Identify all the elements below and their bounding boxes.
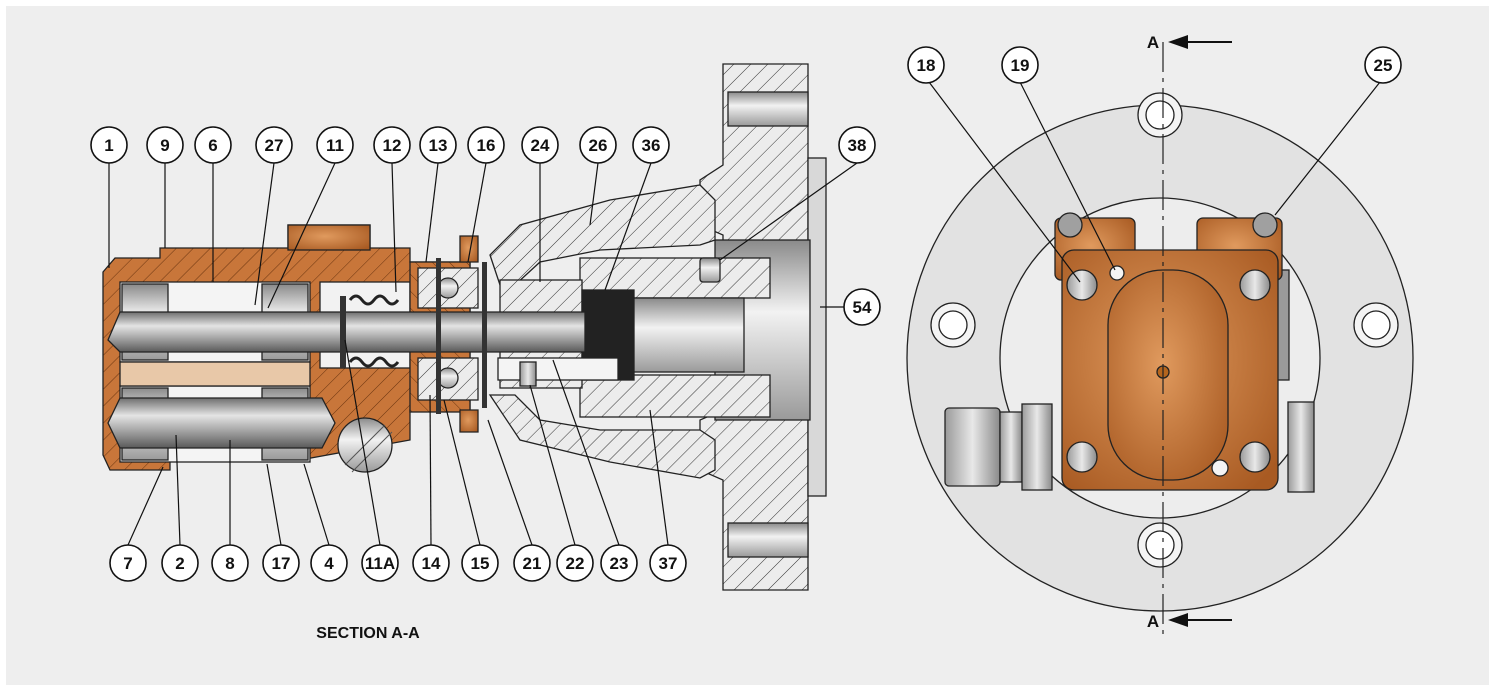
callout-25: 25 bbox=[1364, 46, 1402, 84]
callout-16-label: 16 bbox=[477, 136, 496, 155]
callout-13: 13 bbox=[419, 126, 457, 164]
section-caption: SECTION A-A bbox=[316, 625, 420, 642]
callout-38: 38 bbox=[838, 126, 876, 164]
callout-37-label: 37 bbox=[659, 554, 678, 573]
callout-27: 27 bbox=[255, 126, 293, 164]
callout-6: 6 bbox=[194, 126, 232, 164]
callout-27-label: 27 bbox=[265, 136, 284, 155]
callout-19: 19 bbox=[1001, 46, 1039, 84]
callout-21: 21 bbox=[513, 544, 551, 582]
callout-14-label: 14 bbox=[422, 554, 441, 573]
callout-11-label: 11 bbox=[326, 136, 344, 155]
callout-17-label: 17 bbox=[272, 554, 291, 573]
idler-shaft bbox=[107, 397, 336, 449]
bolt-holes bbox=[930, 92, 1399, 568]
callout-26: 26 bbox=[579, 126, 617, 164]
callout-22: 22 bbox=[556, 544, 594, 582]
callout-8-label: 8 bbox=[225, 554, 234, 573]
callout-9-label: 9 bbox=[160, 136, 169, 155]
callout-36-label: 36 bbox=[642, 136, 661, 155]
callout-2: 2 bbox=[161, 544, 199, 582]
end-view: A A 18 19 25 bbox=[906, 33, 1414, 640]
callout-6-label: 6 bbox=[208, 136, 217, 155]
section-cut-line: A A bbox=[1147, 33, 1232, 640]
callout-11a: 11A bbox=[361, 544, 399, 582]
callout-25-label: 25 bbox=[1374, 56, 1393, 75]
callout-18: 18 bbox=[907, 46, 945, 84]
callout-11: 11 bbox=[316, 126, 354, 164]
callout-17: 17 bbox=[262, 544, 300, 582]
callout-1-label: 1 bbox=[104, 136, 113, 155]
callout-21-label: 21 bbox=[523, 554, 542, 573]
callout-24-label: 24 bbox=[531, 136, 550, 155]
callout-9: 9 bbox=[146, 126, 184, 164]
side-fitting-left bbox=[944, 403, 1053, 491]
callout-22-label: 22 bbox=[566, 554, 585, 573]
callout-26-label: 26 bbox=[589, 136, 608, 155]
section-mark-top: A bbox=[1147, 33, 1159, 52]
end-view-leader-lines bbox=[928, 81, 1381, 283]
bearing-seal-stack bbox=[340, 258, 487, 414]
callout-23: 23 bbox=[600, 544, 638, 582]
callout-7: 7 bbox=[109, 544, 147, 582]
callout-4: 4 bbox=[310, 544, 348, 582]
callout-54-label: 54 bbox=[853, 298, 872, 317]
callout-8: 8 bbox=[211, 544, 249, 582]
callout-36: 36 bbox=[632, 126, 670, 164]
callout-4-label: 4 bbox=[324, 554, 334, 573]
callout-16: 16 bbox=[467, 126, 505, 164]
end-view-pump-body bbox=[1054, 212, 1283, 491]
body-cap-screws bbox=[1066, 269, 1271, 473]
callout-23-label: 23 bbox=[610, 554, 629, 573]
drive-shaft bbox=[107, 311, 586, 353]
callout-12-label: 12 bbox=[383, 136, 402, 155]
callout-15: 15 bbox=[461, 544, 499, 582]
callout-14: 14 bbox=[412, 544, 450, 582]
callout-7-label: 7 bbox=[123, 554, 132, 573]
callout-1: 1 bbox=[90, 126, 128, 164]
section-view: 1 9 6 27 11 12 13 16 24 26 36 38 54 7 2 … bbox=[90, 63, 881, 642]
callout-38-label: 38 bbox=[848, 136, 867, 155]
callout-11a-label: 11A bbox=[365, 554, 395, 573]
callout-12: 12 bbox=[373, 126, 411, 164]
callout-18-label: 18 bbox=[917, 56, 936, 75]
callout-24: 24 bbox=[521, 126, 559, 164]
callout-13-label: 13 bbox=[429, 136, 448, 155]
section-mark-bottom: A bbox=[1147, 612, 1159, 631]
callout-37: 37 bbox=[649, 544, 687, 582]
callout-54: 54 bbox=[843, 288, 881, 326]
callout-15-label: 15 bbox=[471, 554, 490, 573]
section-leader-lines bbox=[108, 162, 858, 546]
side-fitting-right bbox=[1274, 269, 1315, 493]
callout-2-label: 2 bbox=[175, 554, 184, 573]
callout-19-label: 19 bbox=[1011, 56, 1030, 75]
